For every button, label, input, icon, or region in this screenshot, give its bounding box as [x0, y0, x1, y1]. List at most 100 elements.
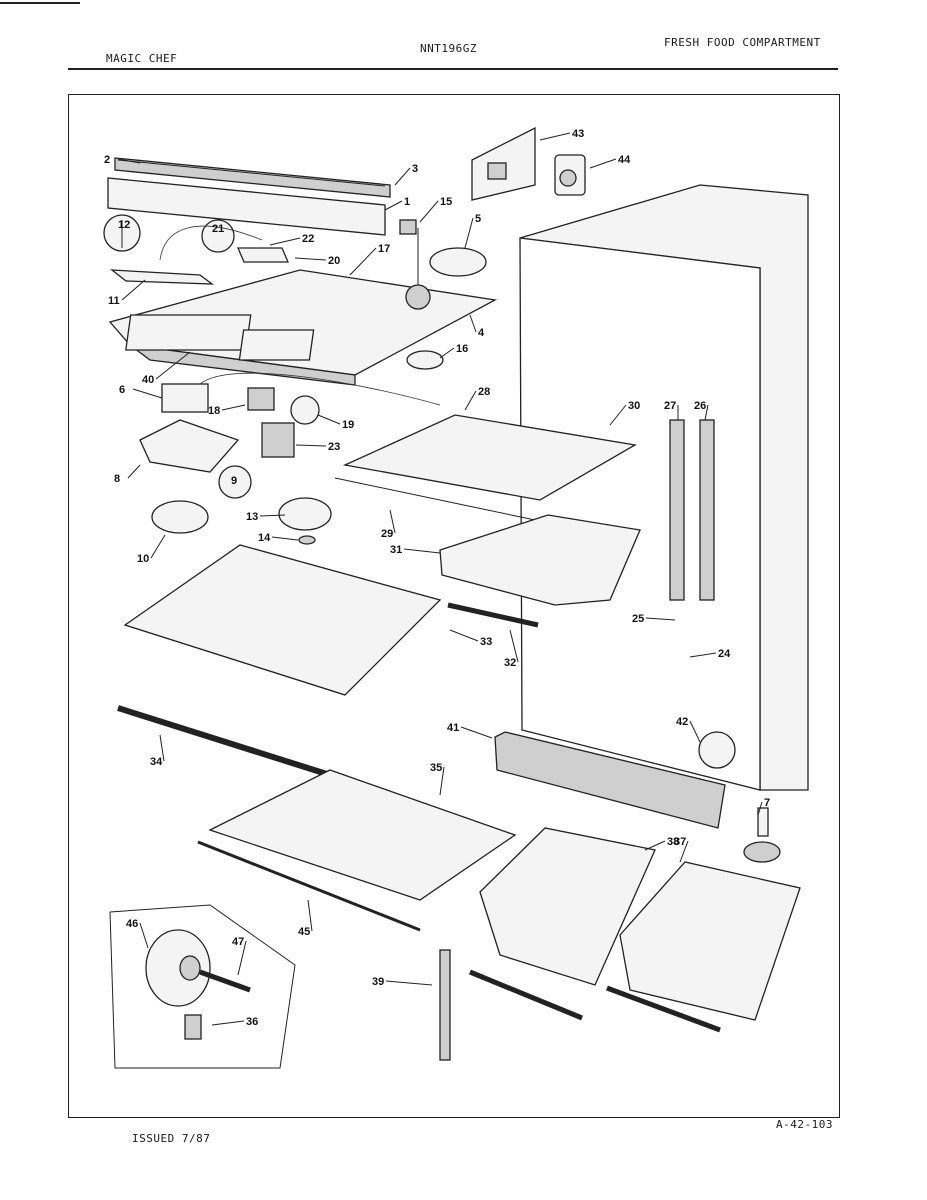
leader-line-31: [403, 548, 441, 554]
drawer-slide-right: [606, 985, 721, 1033]
leader-line-23: [295, 444, 327, 447]
callout-43: 43: [572, 128, 584, 140]
callout-4: 4: [478, 327, 485, 339]
retainer-clip: [109, 269, 215, 285]
header-rule: [68, 68, 838, 70]
leader-line-37: [679, 840, 689, 863]
callout-34: 34: [150, 756, 163, 768]
leader-line-1: [384, 200, 403, 211]
leader-line-47: [237, 940, 247, 976]
leader-line-38: [644, 840, 666, 851]
leader-line-15: [419, 200, 439, 223]
callout-6: 6: [119, 384, 125, 396]
wire-shelf-large: [123, 544, 442, 696]
mounting-bracket: [471, 126, 536, 201]
callout-9: 9: [231, 475, 237, 487]
crisper-drawer-right: [619, 861, 801, 1021]
callout-27: 27: [664, 400, 676, 412]
leader-line-7: [757, 801, 763, 816]
leader-line-20: [294, 257, 327, 261]
leader-line-13: [259, 514, 286, 517]
leader-line-45: [307, 899, 313, 932]
wire-shelf-upper: [334, 414, 637, 521]
lamp-socket: [247, 387, 275, 411]
callout-25: 25: [632, 613, 644, 625]
leader-line-6: [132, 388, 163, 399]
control-box: [139, 419, 240, 473]
section-title: FRESH FOOD COMPARTMENT: [664, 36, 821, 49]
callout-17: 17: [378, 243, 390, 255]
brand-label: MAGIC CHEF: [106, 52, 178, 65]
callout-19: 19: [342, 419, 354, 431]
leader-line-14: [271, 536, 299, 541]
callout-7: 7: [764, 797, 770, 809]
callout-31: 31: [390, 544, 402, 556]
leader-line-26: [704, 404, 709, 421]
leader-line-16: [439, 347, 455, 359]
callout-10: 10: [137, 553, 149, 565]
light-lens-16: [406, 350, 444, 370]
leader-line-28: [464, 390, 477, 411]
callout-18: 18: [208, 405, 220, 417]
leader-line-46: [139, 922, 149, 949]
leader-line-18: [221, 404, 246, 411]
leader-line-44: [589, 158, 617, 169]
leader-line-35: [439, 766, 445, 796]
leader-line-17: [349, 247, 377, 276]
leader-line-40: [155, 351, 191, 380]
door-switch: [554, 154, 586, 196]
callout-40: 40: [142, 374, 154, 386]
leader-line-19: [317, 414, 341, 425]
callout-46: 46: [126, 918, 138, 930]
callout-15: 15: [440, 196, 452, 208]
leader-line-32: [509, 629, 519, 663]
issue-date: ISSUED 7/87: [132, 1132, 211, 1145]
callout-21: 21: [212, 223, 224, 235]
callout-14: 14: [258, 532, 271, 544]
refrigerator-cabinet: [519, 184, 809, 791]
roller-kit-inset: [109, 904, 296, 1069]
leader-line-24: [689, 652, 717, 658]
callout-12: 12: [118, 219, 130, 231]
leader-line-39: [385, 980, 433, 986]
leader-line-11: [121, 279, 146, 301]
defrost-timer: [261, 422, 295, 458]
detail-circle-21: [159, 219, 263, 261]
leader-line-43: [539, 132, 571, 141]
shelf-rail-32: [447, 602, 539, 628]
callout-26: 26: [694, 400, 706, 412]
callout-45: 45: [298, 926, 310, 938]
light-bulb: [290, 395, 320, 425]
crisper-cover-shelf: [197, 769, 517, 932]
leader-line-3: [394, 167, 411, 186]
callout-28: 28: [478, 386, 490, 398]
leader-line-30: [609, 404, 627, 426]
leader-lines: [117, 132, 763, 1026]
shelf-trim-34: [117, 705, 331, 778]
callout-47: 47: [232, 936, 244, 948]
callout-22: 22: [302, 233, 314, 245]
callout-33: 33: [480, 636, 492, 648]
detail-circle-12: [103, 214, 141, 252]
diagram-frame: [68, 94, 840, 1118]
crisper-drawer-left: [479, 827, 656, 986]
callout-20: 20: [328, 255, 340, 267]
socket-plate: [237, 247, 289, 263]
light-shield-assembly: [107, 157, 391, 236]
header-top-rule: [0, 2, 80, 4]
fan-diffuser-5: [429, 247, 487, 277]
leader-line-36: [211, 1020, 245, 1026]
callout-23: 23: [328, 441, 340, 453]
document-code: A-42-103: [776, 1118, 833, 1131]
callout-11: 11: [108, 295, 120, 307]
callout-24: 24: [718, 648, 731, 660]
leader-line-25: [645, 617, 676, 621]
callout-2: 2: [104, 154, 110, 166]
callout-30: 30: [628, 400, 640, 412]
callout-41: 41: [447, 722, 459, 734]
meat-keeper-pan: [439, 514, 641, 606]
callout-44: 44: [618, 154, 631, 166]
callout-39: 39: [372, 976, 384, 988]
thermostat-knob-15: [399, 219, 417, 235]
